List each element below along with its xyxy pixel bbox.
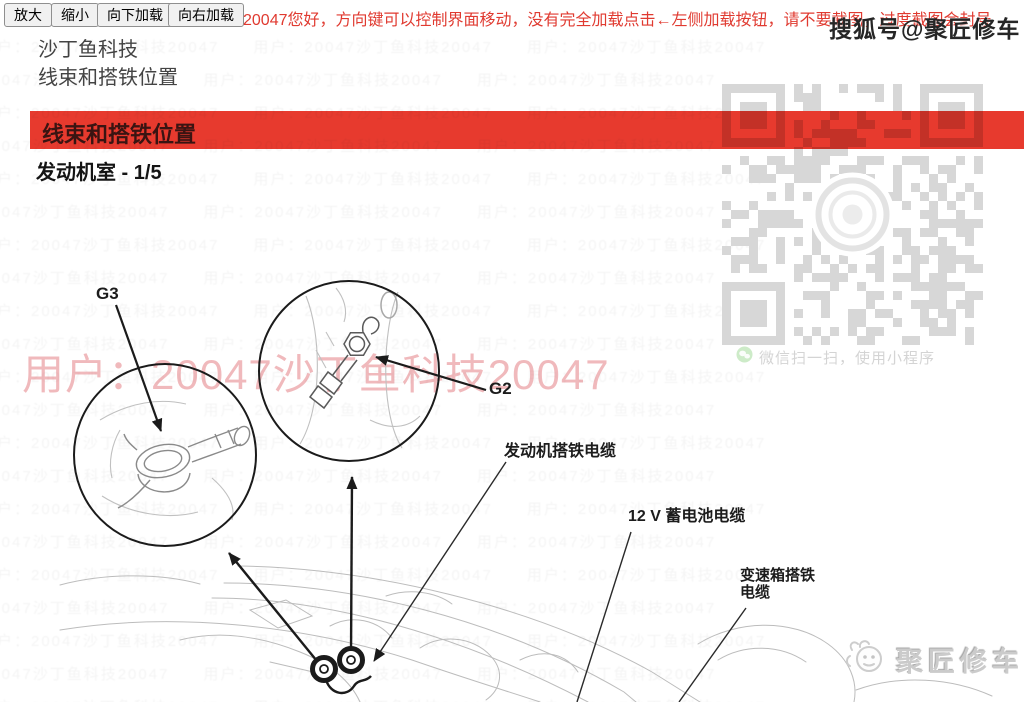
bird-logo-icon — [842, 639, 888, 680]
zoom-out-button[interactable]: 缩小 — [51, 3, 99, 27]
section-banner-label: 线束和搭铁位置 — [42, 122, 197, 147]
notice-text: 20047您好，方向键可以控制界面移动，没有完全加载点击←左侧加载按钮，请不要截… — [243, 12, 992, 29]
user-watermark: 用户：20047沙丁鱼科技20047 — [22, 351, 610, 398]
brand-logo: 聚匠修车 — [842, 639, 1024, 680]
section-subtitle: 发动机室 - 1/5 — [36, 162, 162, 184]
label-engine-ground-cable: 发动机搭铁电缆 — [504, 443, 617, 460]
section-banner: 线束和搭铁位置 — [30, 111, 1024, 149]
doc-vendor: 沙丁鱼科技 — [38, 39, 138, 61]
qr-caption: 微信扫一扫，使用小程序 — [759, 349, 936, 367]
brand-logo-text: 聚匠修车 — [896, 647, 1024, 677]
wechat-icon — [736, 346, 753, 368]
zoom-in-button[interactable]: 放大 — [4, 3, 52, 27]
label-transmission-ground-cable: 变速箱搭铁电缆 — [740, 567, 816, 601]
load-right-button[interactable]: 向右加载 — [168, 3, 244, 27]
load-down-button[interactable]: 向下加载 — [97, 3, 173, 27]
label-g3: G3 — [96, 284, 119, 303]
sohu-watermark: 搜狐号@聚匠修车 — [829, 16, 1021, 42]
qr-caption-row: 微信扫一扫，使用小程序 — [736, 346, 935, 368]
doc-title: 线束和搭铁位置 — [38, 67, 178, 89]
label-battery-cable: 12 V 蓄电池电缆 — [628, 508, 746, 525]
toolbar: 放大 缩小 向下加载 向右加载 — [0, 0, 1024, 30]
